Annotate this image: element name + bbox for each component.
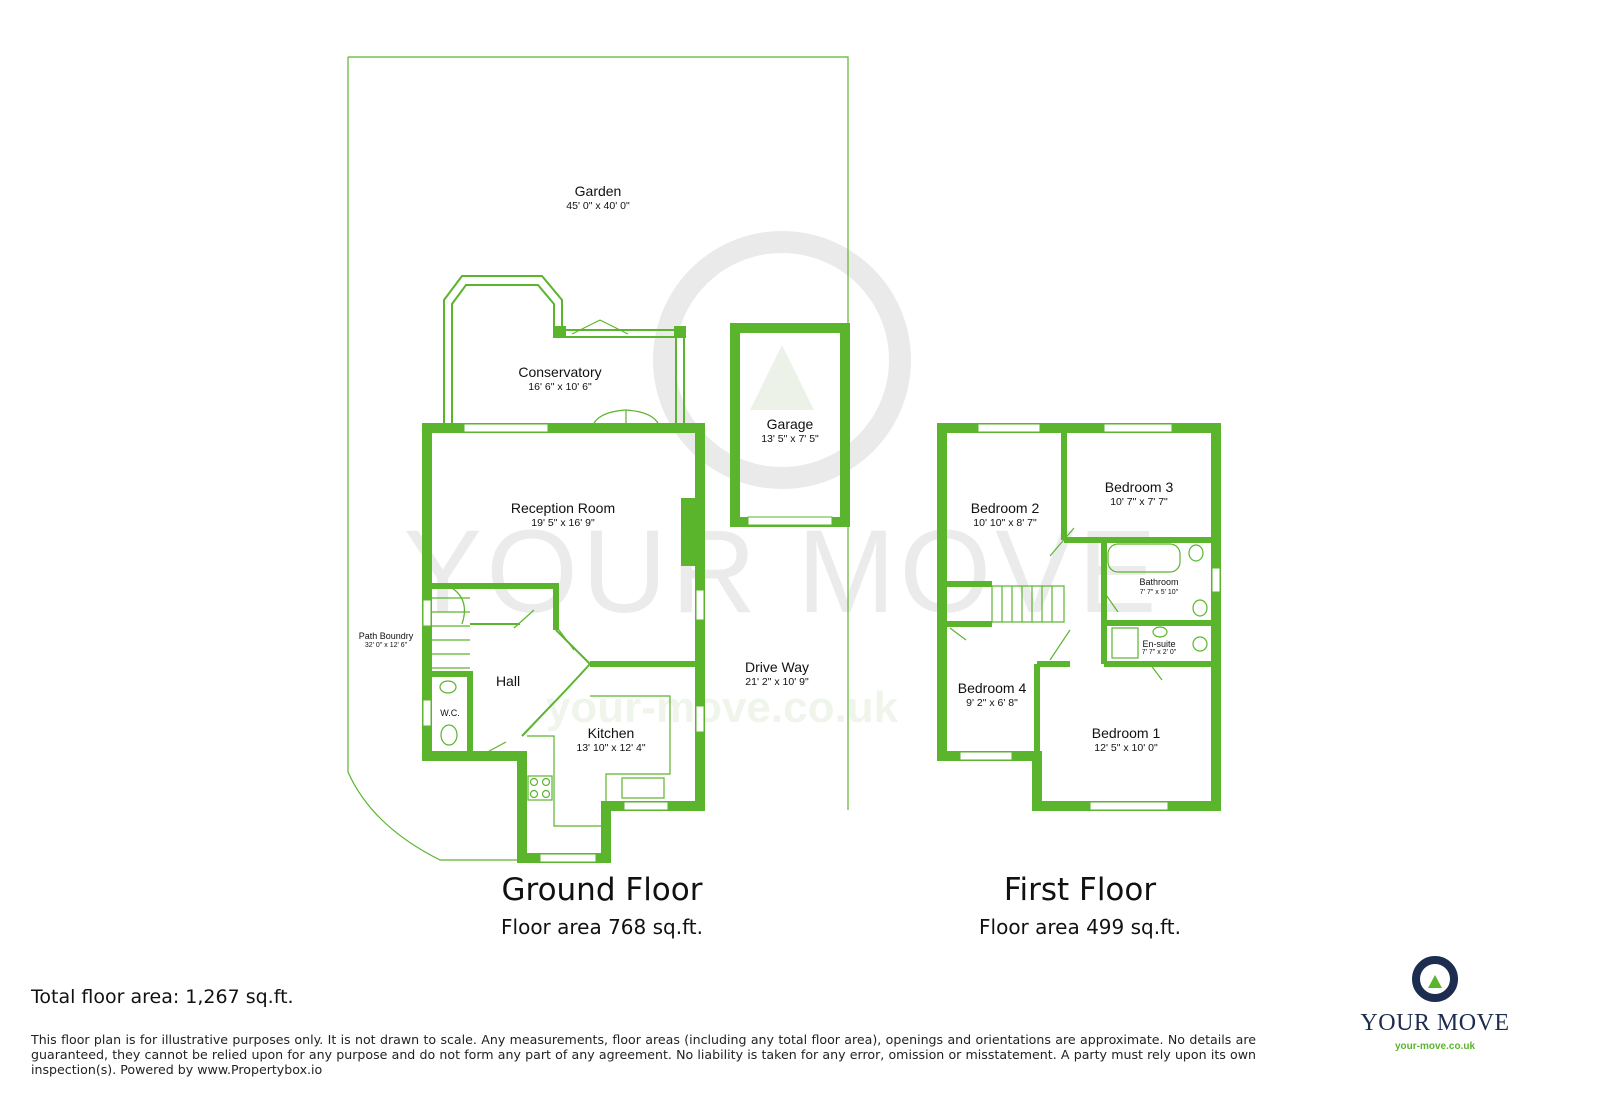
logo-url: your-move.co.uk <box>1394 1041 1476 1052</box>
watermark: YOUR MOVE your-move.co.uk <box>403 231 1160 732</box>
watermark-text: YOUR MOVE <box>403 506 1160 638</box>
driveway-name: Drive Way <box>745 659 809 675</box>
bedroom3-name: Bedroom 3 <box>1105 479 1174 495</box>
wc-name: W.C. <box>440 708 460 718</box>
bedroom2-dims: 10' 10" x 8' 7" <box>973 517 1037 529</box>
logo-name: YOUR MOVE <box>1360 1010 1510 1036</box>
reception-dims: 19' 5" x 16' 9" <box>531 517 595 529</box>
disclaimer: This floor plan is for illustrative purp… <box>31 1032 1256 1077</box>
bathroom-name: Bathroom <box>1139 577 1178 587</box>
garage-walls <box>730 323 850 527</box>
conservatory-dims: 16' 6" x 10' 6" <box>528 381 592 393</box>
logo-mark-icon <box>1412 956 1458 1002</box>
bedroom4-dims: 9' 2" x 6' 8" <box>966 697 1018 709</box>
ensuite-dims: 7' 7" x 2' 0" <box>1142 649 1177 656</box>
path-dims: 32' 0" x 12' 6" <box>365 642 408 649</box>
ground-floor-plan <box>347 56 850 863</box>
garden-dims: 45' 0" x 40' 0" <box>566 200 630 212</box>
garden-boundary <box>347 56 849 861</box>
your-move-logo: YOUR MOVE your-move.co.uk <box>1360 955 1510 1052</box>
path-name: Path Boundry <box>359 631 414 641</box>
driveway-dims: 21' 2" x 10' 9" <box>745 676 809 688</box>
first-floor-area: Floor area 499 sq.ft. <box>979 915 1181 939</box>
garage-dims: 13' 5" x 7' 5" <box>761 433 819 445</box>
first-floor-title: First Floor <box>1003 872 1157 908</box>
ground-floor-area: Floor area 768 sq.ft. <box>501 915 703 939</box>
ground-floor-title: Ground Floor <box>501 872 703 908</box>
bedroom3-dims: 10' 7" x 7' 7" <box>1110 496 1168 508</box>
conservatory-name: Conservatory <box>518 364 601 380</box>
garden-name: Garden <box>575 183 622 199</box>
kitchen-dims: 13' 10" x 12' 4" <box>576 742 646 754</box>
first-floor-plan <box>937 423 1221 811</box>
ensuite-name: En-suite <box>1142 639 1175 649</box>
total-floor-area: Total floor area: 1,267 sq.ft. <box>31 986 294 1008</box>
hall-name: Hall <box>496 673 520 689</box>
reception-name: Reception Room <box>511 500 615 516</box>
bedroom1-dims: 12' 5" x 10' 0" <box>1094 742 1158 754</box>
stairs <box>432 587 470 669</box>
first-floor-stairs <box>991 585 1065 623</box>
kitchen-name: Kitchen <box>588 725 635 741</box>
watermark-url: your-move.co.uk <box>546 683 899 732</box>
room-labels: Garden 45' 0" x 40' 0" Conservatory 16' … <box>359 183 1179 754</box>
bedroom2-name: Bedroom 2 <box>971 500 1040 516</box>
bathroom-dims: 7' 7" x 5' 10" <box>1140 589 1179 596</box>
bedroom1-name: Bedroom 1 <box>1092 725 1161 741</box>
bedroom4-name: Bedroom 4 <box>958 680 1027 696</box>
conservatory-walls <box>443 275 686 428</box>
house-walls <box>422 409 705 863</box>
garage-name: Garage <box>767 416 814 432</box>
